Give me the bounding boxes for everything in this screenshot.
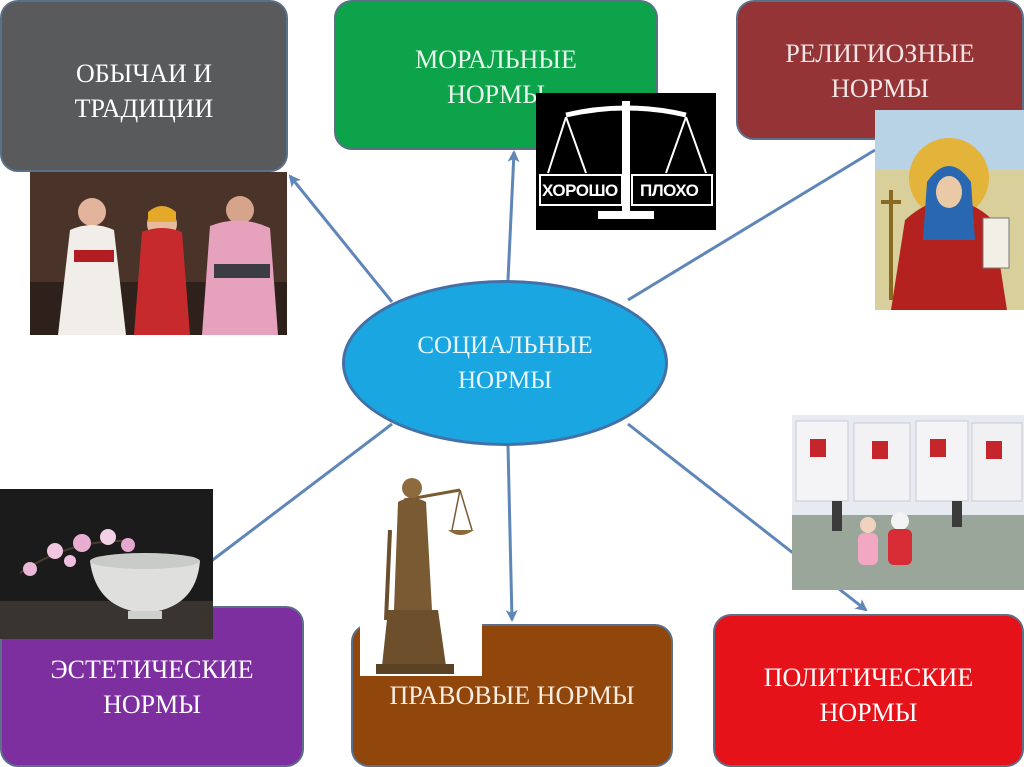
arrow-to-customs xyxy=(288,174,394,303)
themis-statue-image xyxy=(360,470,482,676)
node-political-norms: ПОЛИТИЧЕСКИЕ НОРМЫ xyxy=(713,614,1024,767)
node-aesthetic-line2: НОРМЫ xyxy=(103,690,201,720)
flower-bowl-photo xyxy=(0,489,213,639)
node-aesthetic-line1: ЭСТЕТИЧЕСКИЕ xyxy=(50,655,254,684)
scales-good-bad-image: ХОРОШО ПЛОХО xyxy=(536,93,716,230)
center-line2: НОРМЫ xyxy=(457,367,553,394)
voting-booths-photo xyxy=(792,415,1024,590)
node-legal-line1: ПРАВОВЫЕ НОРМЫ xyxy=(389,681,635,710)
node-moral-line2: НОРМЫ xyxy=(447,80,545,110)
node-customs-traditions: ОБЫЧАИ И ТРАДИЦИИ xyxy=(0,0,288,172)
node-political-line1: ПОЛИТИЧЕСКИЕ xyxy=(763,663,974,692)
religious-icon-image xyxy=(875,110,1024,310)
scales-bad-label: ПЛОХО xyxy=(640,181,699,200)
scales-good-label: ХОРОШО xyxy=(542,181,618,200)
center-social-norms: СОЦИАЛЬНЫЕ НОРМЫ xyxy=(342,280,668,446)
arrow-to-aesthetic xyxy=(209,422,393,564)
arrow-to-religious xyxy=(627,148,876,302)
node-political-line2: НОРМЫ xyxy=(819,698,918,728)
arrow-to-moral xyxy=(506,150,520,281)
node-religious-line2: НОРМЫ xyxy=(831,74,929,104)
node-moral-line1: МОРАЛЬНЫЕ xyxy=(415,45,577,74)
node-religious-line1: РЕЛИГИОЗНЫЕ xyxy=(785,39,975,68)
arrow-to-legal xyxy=(505,445,518,622)
node-customs-line1: ОБЫЧАИ И xyxy=(75,59,213,88)
folk-dance-photo xyxy=(30,172,287,335)
node-customs-line2: ТРАДИЦИИ xyxy=(74,94,214,124)
center-line1: СОЦИАЛЬНЫЕ xyxy=(417,332,593,359)
